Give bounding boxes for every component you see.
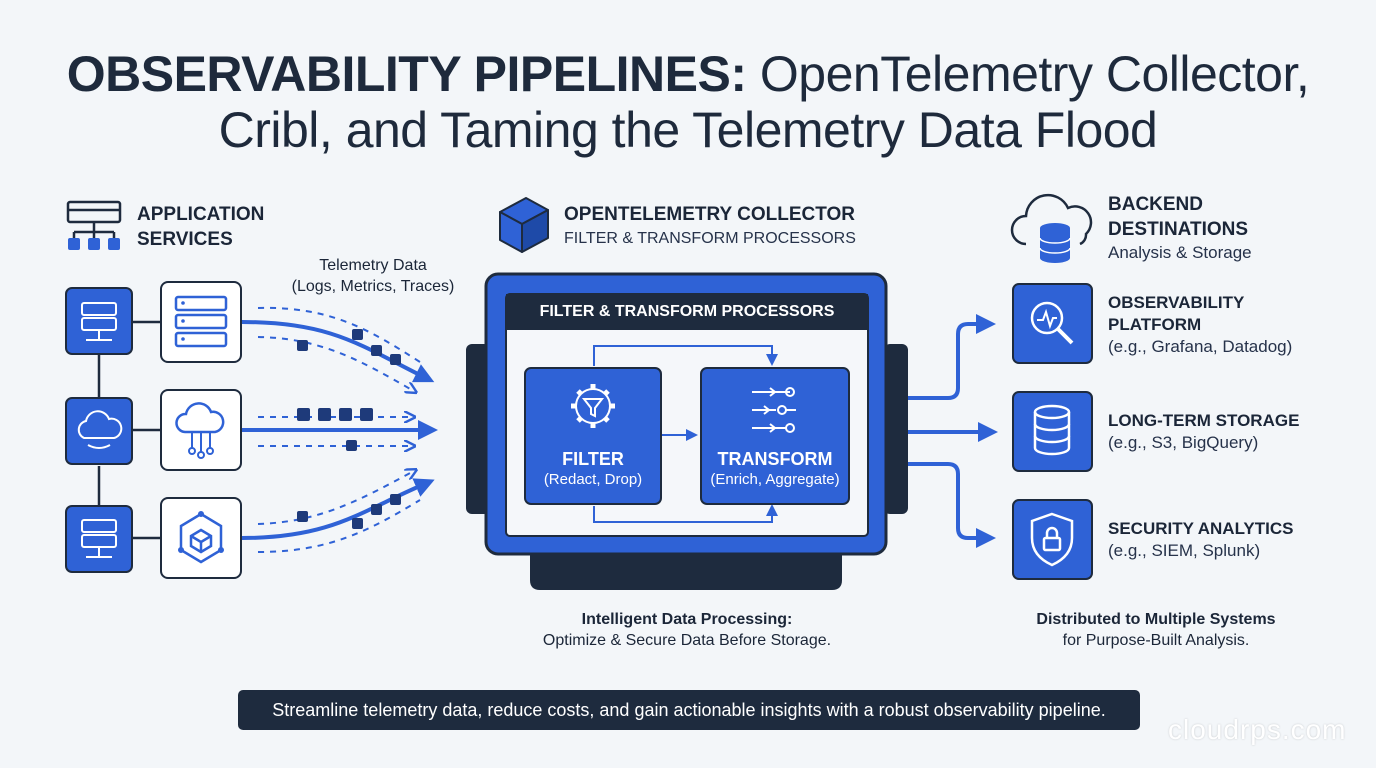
- destination-example: (e.g., SIEM, Splunk): [1108, 541, 1261, 560]
- apps-title-line1: APPLICATION: [137, 204, 265, 225]
- data-packet-icon: [297, 340, 308, 351]
- transform-label-sub: (Enrich, Aggregate): [710, 471, 840, 488]
- data-packet-icon: [297, 408, 310, 421]
- backend-caption: Distributed to Multiple Systems for Purp…: [1010, 609, 1302, 651]
- apps-title: APPLICATION SERVICES: [137, 202, 264, 252]
- app-grid-icon: [66, 200, 122, 238]
- cloud-network-icon: [175, 402, 225, 434]
- collector-caption: Intelligent Data Processing: Optimize & …: [486, 609, 888, 651]
- data-packet-icon: [390, 354, 401, 365]
- server-icon: [81, 519, 117, 558]
- destination-name: LONG-TERM STORAGE: [1108, 411, 1300, 430]
- cloud-icon: [77, 410, 123, 439]
- apps-title-line2: SERVICES: [137, 229, 233, 250]
- backend-caption-line2: for Purpose-Built Analysis.: [1062, 632, 1250, 649]
- data-packet-icon: [339, 408, 352, 421]
- backend-subtitle: Analysis & Storage: [1108, 243, 1252, 262]
- hexagon-cube-icon: [179, 512, 223, 564]
- shield-lock-icon: [1030, 512, 1074, 567]
- backend-title-line1: BACKEND: [1108, 194, 1203, 215]
- data-packet-icon: [360, 408, 373, 421]
- database-server-box: [160, 281, 242, 363]
- destination-name-line2: PLATFORM: [1108, 315, 1202, 334]
- backend-title-line2: DESTINATIONS: [1108, 219, 1249, 240]
- cloud-network-box: [160, 389, 242, 471]
- destination-observability: OBSERVABILITY PLATFORM (e.g., Grafana, D…: [1108, 292, 1292, 358]
- data-packet-icon: [352, 518, 363, 529]
- data-packet-icon: [297, 511, 308, 522]
- long-term-storage-box: [1012, 391, 1093, 472]
- page-title-line2: Cribl, and Taming the Telemetry Data Flo…: [218, 102, 1158, 158]
- data-packet-icon: [346, 440, 357, 451]
- cube-icon: [499, 197, 549, 253]
- transform-processor-box: [700, 367, 850, 505]
- filter-label: FILTER (Redact, Drop): [525, 448, 661, 490]
- destination-name: SECURITY ANALYTICS: [1108, 519, 1294, 538]
- title-strong: OBSERVABILITY PIPELINES:: [66, 46, 747, 102]
- filter-label-main: FILTER: [562, 449, 624, 469]
- data-packet-icon: [371, 504, 382, 515]
- destination-storage: LONG-TERM STORAGE (e.g., S3, BigQuery): [1108, 410, 1299, 454]
- destination-name: OBSERVABILITY: [1108, 293, 1245, 312]
- grid-cell-icon: [108, 238, 120, 250]
- filter-processor-box: [524, 367, 662, 505]
- data-packet-icon: [371, 345, 382, 356]
- backend-title: BACKEND DESTINATIONS: [1108, 192, 1248, 242]
- watermark: cloudrps.com: [1168, 714, 1347, 745]
- server-box-1: [65, 287, 133, 355]
- data-packet-icon: [352, 329, 363, 340]
- processor-panel-header: FILTER & TRANSFORM PROCESSORS: [539, 303, 835, 320]
- grid-cell-icon: [88, 238, 100, 250]
- server-icon: [81, 302, 117, 341]
- collector-title: OPENTELEMETRY COLLECTOR: [564, 204, 856, 225]
- title-rest: OpenTelemetry Collector,: [746, 46, 1310, 102]
- security-analytics-box: [1012, 499, 1093, 580]
- cloud-database-icon: [1010, 193, 1093, 263]
- transform-label-main: TRANSFORM: [717, 449, 833, 469]
- destination-security: SECURITY ANALYTICS (e.g., SIEM, Splunk): [1108, 518, 1293, 562]
- server-box-2: [65, 505, 133, 573]
- destination-example: (e.g., Grafana, Datadog): [1108, 337, 1293, 356]
- backend-caption-line1: Distributed to Multiple Systems: [1036, 611, 1276, 628]
- collector-caption-line1: Intelligent Data Processing:: [581, 611, 793, 628]
- telemetry-label-line1: Telemetry Data: [319, 257, 427, 274]
- grid-cell-icon: [68, 238, 80, 250]
- telemetry-label: Telemetry Data (Logs, Metrics, Traces): [262, 255, 484, 297]
- collector-subtitle: FILTER & TRANSFORM PROCESSORS: [564, 230, 856, 247]
- data-packet-icon: [390, 494, 401, 505]
- destination-example: (e.g., S3, BigQuery): [1108, 433, 1259, 452]
- filter-label-sub: (Redact, Drop): [543, 471, 643, 488]
- magnifier-chart-icon: [1030, 301, 1074, 345]
- cloud-box-1: [65, 397, 133, 465]
- data-packet-icon: [318, 408, 331, 421]
- observability-platform-box: [1012, 283, 1093, 364]
- page-title: OBSERVABILITY PIPELINES: OpenTelemetry C…: [0, 44, 1376, 104]
- microservice-box: [160, 497, 242, 579]
- summary-banner: Streamline telemetry data, reduce costs,…: [238, 690, 1140, 730]
- transform-label: TRANSFORM (Enrich, Aggregate): [701, 448, 849, 490]
- database-icon: [1033, 404, 1071, 456]
- server-stack-icon: [174, 295, 228, 348]
- sliders-icon: [752, 387, 796, 433]
- collector-caption-line2: Optimize & Secure Data Before Storage.: [542, 632, 832, 649]
- telemetry-label-line2: (Logs, Metrics, Traces): [291, 278, 455, 295]
- gear-funnel-icon: [571, 384, 615, 428]
